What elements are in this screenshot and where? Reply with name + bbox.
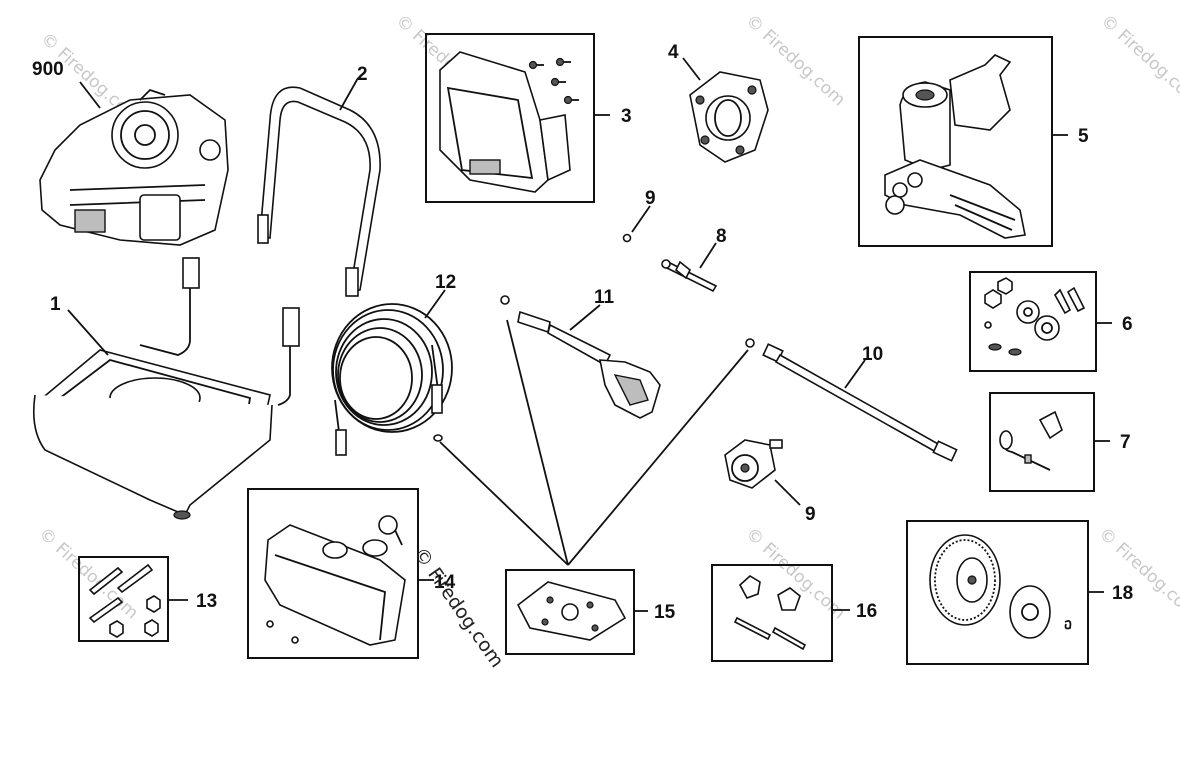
spray-gun-drawing [500, 295, 661, 419]
leader-12 [569, 304, 601, 331]
part-number-7: 7 [1120, 432, 1131, 453]
watermark: © Firedog.com [35, 524, 142, 623]
part-number-6: 6 [1122, 314, 1133, 335]
hardware-kit-drawing [984, 277, 1086, 356]
part-number-10: 8 [716, 226, 727, 247]
adapter-plate-drawing [689, 71, 769, 163]
part-box-15 [247, 488, 419, 659]
part-number-1: 1 [50, 294, 61, 315]
leader-8 [844, 359, 866, 389]
leader-11 [631, 205, 651, 233]
nut-drawing [622, 233, 632, 243]
leader-900 [79, 81, 101, 109]
part-number-15: 14 [434, 572, 456, 593]
part-box-7 [989, 392, 1095, 492]
handle-drawing [257, 86, 381, 297]
leader-10 [699, 242, 717, 269]
part-number-4: 4 [668, 42, 679, 63]
nozzle-drawing [724, 439, 783, 489]
lance-drawing [745, 338, 958, 462]
part-number-13: 12 [435, 272, 456, 293]
part-box-6 [969, 271, 1097, 372]
engine-drawing [39, 88, 229, 246]
part-number-14: 13 [196, 591, 217, 612]
watermark: © Firedog.com [1095, 524, 1180, 623]
part-number-5: 5 [1078, 126, 1089, 147]
part-box-14 [78, 556, 169, 642]
pump-drawing [884, 54, 1026, 239]
part-number-9: 9 [805, 504, 816, 525]
part-number-18: 18 [1112, 583, 1133, 604]
wheel-kit-drawing [929, 534, 1072, 639]
part-box-17 [711, 564, 833, 662]
leader-2 [339, 77, 359, 111]
part-number-17: 16 [856, 601, 877, 622]
leader-9 [774, 479, 801, 506]
watermark-dark: © Firedog.com [409, 543, 508, 671]
control-panel-drawing [439, 51, 579, 193]
tank-drawing [264, 515, 406, 646]
part-number-2: 2 [357, 64, 368, 85]
leader-4 [682, 57, 701, 81]
part-number-12: 11 [594, 287, 615, 308]
axle-drawing [661, 259, 718, 293]
part-number-11: 9 [645, 188, 656, 209]
leader-13 [424, 289, 446, 319]
leader-16-converging [439, 319, 749, 566]
part-number-8: 10 [862, 344, 883, 365]
frame-drawing [32, 257, 300, 520]
part-number-3: 3 [621, 106, 632, 127]
leader-1 [67, 309, 109, 356]
accessory-kit-drawing [999, 410, 1063, 471]
part-box-5 [858, 36, 1053, 247]
knob-kit-drawing [733, 575, 807, 651]
watermark: © Firedog.com [1097, 11, 1180, 110]
part-box-16 [505, 569, 635, 655]
o-ring-kit-drawing [516, 581, 627, 641]
part-number-900: 900 [32, 59, 64, 80]
part-box-3 [425, 33, 595, 203]
svg-text:© Firedog.com: © Firedog.com [409, 543, 508, 671]
part-number-16: 15 [654, 602, 676, 623]
hose-drawing [331, 303, 453, 456]
bolt-kit-drawing [88, 563, 161, 638]
